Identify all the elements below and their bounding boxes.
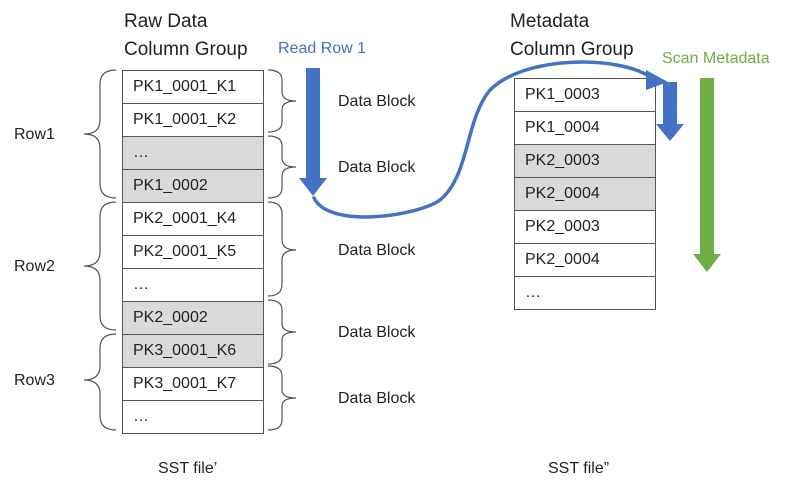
connector-curve <box>312 60 654 219</box>
raw-data-cell: PK3_0001_K6 <box>122 334 264 368</box>
metadata-cell: PK1_0004 <box>514 111 656 145</box>
raw-data-cell: … <box>122 136 264 170</box>
raw-group-title-line2: Column Group <box>124 39 248 60</box>
data-block-brace-3 <box>267 201 297 297</box>
raw-data-cell: … <box>122 400 264 434</box>
meta-group-title-line2: Column Group <box>510 39 634 60</box>
raw-file-label: SST file’ <box>158 460 218 477</box>
data-block-brace-1 <box>267 69 297 133</box>
data-block-brace-2 <box>267 135 297 199</box>
data-block-label-4: Data Block <box>338 324 416 341</box>
row-brace-1 <box>83 69 117 199</box>
raw-data-cell: PK3_0001_K7 <box>122 367 264 401</box>
metadata-cell: … <box>514 276 656 310</box>
row-label-1: Row1 <box>14 126 55 143</box>
data-block-brace-5 <box>267 365 297 431</box>
raw-data-cell: PK1_0001_K2 <box>122 103 264 137</box>
metadata-read-arrow <box>656 82 684 141</box>
data-block-brace-4 <box>267 299 297 365</box>
meta-file-label: SST file” <box>548 460 610 477</box>
data-block-label-5: Data Block <box>338 390 416 407</box>
data-block-label-3: Data Block <box>338 242 416 259</box>
metadata-cell: PK2_0004 <box>514 243 656 277</box>
metadata-cell: PK1_0003 <box>514 78 656 112</box>
raw-data-cell: PK2_0001_K5 <box>122 235 264 269</box>
metadata-cell: PK2_0003 <box>514 210 656 244</box>
raw-data-cell: PK2_0002 <box>122 301 264 335</box>
connector-arrowhead <box>646 70 668 90</box>
data-block-label-2: Data Block <box>338 159 416 176</box>
read-row-label: Read Row 1 <box>278 40 367 57</box>
meta-group-title-line1: Metadata <box>510 11 590 32</box>
scan-metadata-label: Scan Metadata <box>662 50 770 67</box>
raw-data-cell: … <box>122 268 264 302</box>
raw-data-cell: PK1_0002 <box>122 169 264 203</box>
data-block-label-1: Data Block <box>338 93 416 110</box>
row-brace-2 <box>83 201 117 331</box>
row-label-3: Row3 <box>14 372 55 389</box>
read-row-arrow <box>299 68 327 196</box>
row-label-2: Row2 <box>14 258 55 275</box>
row-brace-3 <box>83 333 117 431</box>
raw-group-title-line1: Raw Data <box>124 11 208 32</box>
scan-metadata-arrow <box>693 78 721 272</box>
